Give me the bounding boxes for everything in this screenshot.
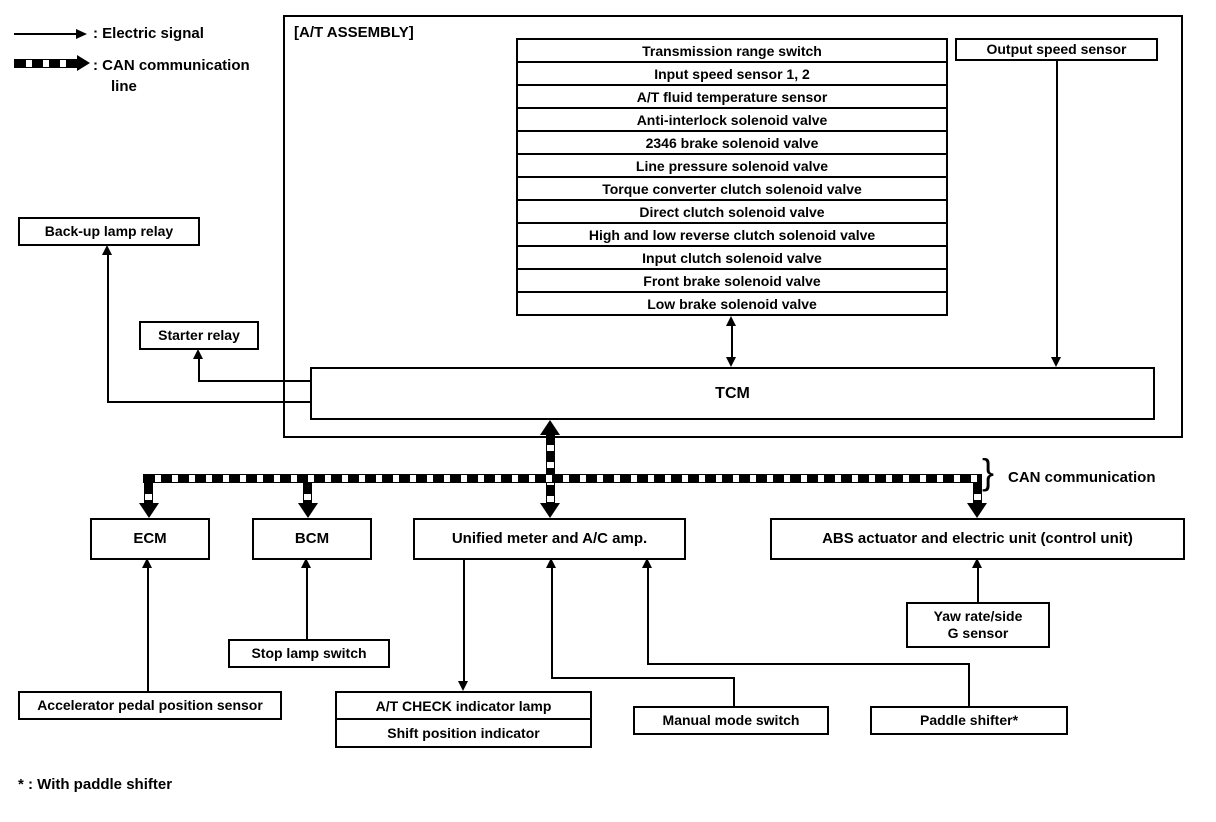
can-bus-line — [143, 474, 982, 483]
arrowhead-unified-from-paddle — [642, 558, 652, 568]
arrowhead-tcm-down — [726, 357, 736, 367]
arrowhead-ecm-from-accelerator — [142, 558, 152, 568]
assembly-component: Transmission range switch — [518, 40, 946, 63]
connector-paddle-to-unified-v1 — [647, 567, 649, 665]
can-arrowhead-tcm-up — [540, 420, 560, 435]
starter-relay-box: Starter relay — [139, 321, 259, 350]
stop-lamp-switch-box: Stop lamp switch — [228, 639, 390, 668]
connector-manual-mode-to-unified-v2 — [733, 677, 735, 706]
at-check-indicator-lamp-row: A/T CHECK indicator lamp — [337, 693, 590, 720]
connector-components-tcm — [731, 325, 733, 358]
arrowhead-unified-from-manual-mode — [546, 558, 556, 568]
can-brace: } — [982, 451, 995, 492]
legend-can-label-line1: : CAN communication — [93, 57, 250, 74]
connector-paddle-to-unified-h — [647, 663, 970, 665]
can-branch-tcm — [546, 433, 555, 505]
can-branch-ecm — [144, 482, 153, 505]
assembly-component: High and low reverse clutch solenoid val… — [518, 224, 946, 247]
yaw-rate-sensor-label-line2: G sensor — [947, 625, 1009, 641]
arrowhead-components-up — [726, 316, 736, 326]
connector-tcm-to-starter-relay-h — [199, 380, 312, 382]
assembly-component: Line pressure solenoid valve — [518, 155, 946, 178]
legend-can-line — [14, 59, 77, 68]
legend-can-label-line2: line — [111, 78, 137, 95]
connector-tcm-to-backup-lamp-relay-h — [108, 401, 312, 403]
arrowhead-output-speed-sensor-to-tcm — [1051, 357, 1061, 367]
legend-can-label: : CAN communication line — [93, 55, 250, 97]
assembly-component: Direct clutch solenoid valve — [518, 201, 946, 224]
indicator-table: A/T CHECK indicator lamp Shift position … — [335, 691, 592, 748]
arrowhead-at-check — [458, 681, 468, 691]
ecm-box: ECM — [90, 518, 210, 560]
paddle-shifter-box: Paddle shifter* — [870, 706, 1068, 735]
assembly-component: Front brake solenoid valve — [518, 270, 946, 293]
connector-manual-mode-to-unified-h — [551, 677, 735, 679]
manual-mode-switch-box: Manual mode switch — [633, 706, 829, 735]
footnote: * : With paddle shifter — [18, 776, 173, 793]
can-arrowhead-ecm — [139, 503, 159, 518]
arrowhead-starter-relay — [193, 349, 203, 359]
assembly-component: Input speed sensor 1, 2 — [518, 63, 946, 86]
accelerator-pedal-position-sensor-box: Accelerator pedal position sensor — [18, 691, 282, 720]
abs-box: ABS actuator and electric unit (control … — [770, 518, 1185, 560]
assembly-component: Anti-interlock solenoid valve — [518, 109, 946, 132]
arrowhead-backup-lamp-relay — [102, 245, 112, 255]
connector-paddle-to-unified-v2 — [968, 663, 970, 706]
connector-tcm-to-backup-lamp-relay-v — [107, 254, 109, 403]
can-arrowhead-abs — [967, 503, 987, 518]
connector-tcm-to-starter-relay-v — [198, 358, 200, 382]
yaw-rate-sensor-label-line1: Yaw rate/side — [933, 608, 1023, 625]
bcm-box: BCM — [252, 518, 372, 560]
legend-electric-label: : Electric signal — [93, 25, 204, 42]
legend-electric-line — [14, 33, 76, 35]
assembly-component-table: Transmission range switch Input speed se… — [516, 38, 948, 316]
can-branch-abs — [973, 482, 982, 505]
yaw-rate-side-g-sensor-box: Yaw rate/side G sensor — [906, 602, 1050, 648]
output-speed-sensor-box: Output speed sensor — [955, 38, 1158, 61]
at-assembly-title: [A/T ASSEMBLY] — [294, 24, 414, 41]
connector-unified-to-at-check — [463, 558, 465, 682]
unified-meter-box: Unified meter and A/C amp. — [413, 518, 686, 560]
arrowhead-abs-from-yaw — [972, 558, 982, 568]
connector-accelerator-to-ecm — [147, 567, 149, 691]
arrowhead-bcm-from-stop-lamp — [301, 558, 311, 568]
tcm-box: TCM — [310, 367, 1155, 420]
assembly-component: 2346 brake solenoid valve — [518, 132, 946, 155]
can-arrowhead-unified-meter-down — [540, 503, 560, 518]
can-arrowhead-bcm — [298, 503, 318, 518]
backup-lamp-relay-box: Back-up lamp relay — [18, 217, 200, 246]
connector-stop-lamp-to-bcm — [306, 567, 308, 639]
assembly-component: Input clutch solenoid valve — [518, 247, 946, 270]
shift-position-indicator-row: Shift position indicator — [387, 725, 540, 741]
connector-output-speed-sensor-to-tcm — [1056, 60, 1058, 357]
connector-manual-mode-to-unified-v1 — [551, 567, 553, 679]
legend-electric-arrow-icon — [76, 29, 87, 39]
connector-yaw-to-abs — [977, 567, 979, 602]
can-branch-bcm — [303, 482, 312, 505]
can-bus-label: CAN communication — [1008, 469, 1156, 486]
yaw-rate-sensor-label: Yaw rate/side G sensor — [934, 608, 1023, 642]
assembly-component: Torque converter clutch solenoid valve — [518, 178, 946, 201]
legend-can-arrow-icon — [77, 55, 90, 71]
assembly-component: A/T fluid temperature sensor — [518, 86, 946, 109]
assembly-component: Low brake solenoid valve — [647, 295, 817, 312]
